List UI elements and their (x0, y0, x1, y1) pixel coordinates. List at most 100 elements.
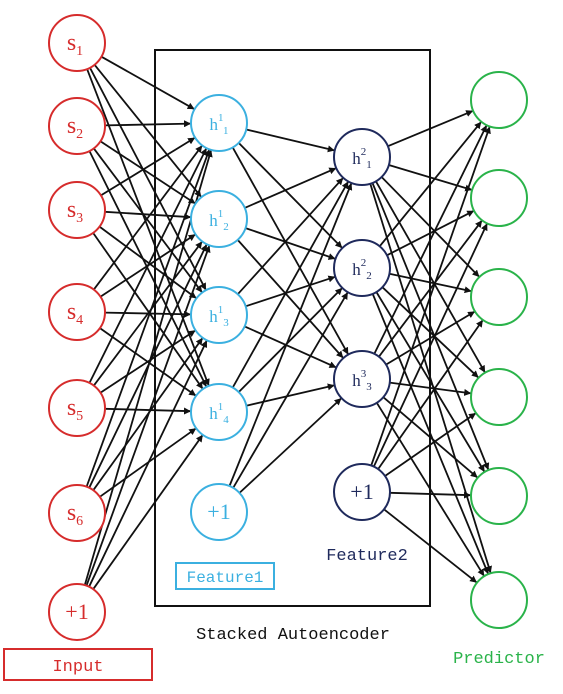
input_layer-node-2: s2 (48, 97, 106, 155)
input_layer-node-circle (48, 484, 106, 542)
hidden1-node-label: h14 (209, 401, 229, 426)
edge-hidden1-2-to-hidden2-1 (245, 275, 336, 308)
output_layer-node-circle (470, 268, 528, 326)
edge-input_layer-4-to-hidden1-0 (88, 147, 208, 384)
input_layer-node-label: s6 (67, 500, 83, 529)
connection-edges (83, 55, 492, 590)
output_layer-node-circle (470, 368, 528, 426)
input_layer-node-4: s4 (48, 283, 106, 341)
edge-hidden1-4-to-hidden2-0 (228, 182, 353, 487)
edge-hidden2-2-to-output_layer-2 (385, 310, 476, 366)
output_layer-node-1 (470, 71, 528, 129)
edge-hidden1-2-to-hidden2-2 (244, 325, 337, 369)
hidden2-node-circle (333, 239, 391, 297)
hidden2-node-label: h21 (352, 146, 372, 171)
feature2-caption: Feature2 (326, 547, 408, 566)
edge-input_layer-1-to-hidden1-3 (88, 150, 208, 388)
edge-input_layer-4-to-hidden1-1 (93, 240, 203, 387)
hidden1-node-1: h11 (190, 94, 248, 152)
edge-hidden1-3-to-hidden2-0 (231, 180, 350, 389)
edge-input_layer-2-to-hidden1-0 (100, 136, 196, 197)
edge-input_layer-0-to-hidden1-1 (93, 64, 203, 198)
autoencoder-frame (154, 49, 431, 607)
edge-input_layer-6-to-hidden1-3 (92, 434, 204, 590)
edge-hidden2-0-to-output_layer-3 (375, 180, 486, 374)
hidden2-node-4: +1 (333, 463, 391, 521)
input_layer-node-3: s3 (48, 181, 106, 239)
edge-hidden2-0-to-output_layer-2 (380, 176, 481, 278)
output_layer-node-circle (470, 71, 528, 129)
edge-input_layer-4-to-hidden1-2 (99, 329, 197, 394)
edge-hidden2-0-to-output_layer-5 (369, 183, 492, 574)
edge-input_layer-2-to-hidden1-1 (104, 210, 192, 221)
edge-hidden1-2-to-hidden2-0 (237, 177, 344, 295)
output_layer-node-circle (470, 467, 528, 525)
edge-input_layer-5-to-hidden1-0 (85, 148, 211, 488)
input_layer-node-label: s1 (67, 30, 83, 59)
edge-hidden2-1-to-output_layer-0 (379, 121, 482, 247)
edge-input_layer-0-to-hidden1-0 (100, 55, 196, 111)
output_layer-node-5 (470, 467, 528, 525)
hidden1-node-4: h14 (190, 383, 248, 441)
input_layer-node-label: s3 (67, 197, 83, 226)
input_layer-node-circle (48, 97, 106, 155)
hidden2-node-2: h22 (333, 239, 391, 297)
edge-hidden2-3-to-output_layer-2 (377, 319, 484, 470)
hidden2-node-3: h33 (333, 350, 391, 408)
edge-hidden2-3-to-output_layer-0 (370, 126, 491, 466)
edge-input_layer-6-to-hidden1-1 (85, 244, 211, 587)
edge-hidden1-1-to-hidden2-0 (244, 167, 337, 209)
input_layer-node-circle (48, 181, 106, 239)
hidden2-node-label: h22 (352, 257, 372, 282)
edge-hidden1-3-to-hidden2-2 (246, 383, 335, 407)
output_layer-node-circle (470, 571, 528, 629)
hidden1-node-label: h12 (209, 208, 229, 233)
edge-hidden1-1-to-hidden2-2 (237, 239, 344, 359)
input_layer-node-circle (48, 283, 106, 341)
edge-hidden1-3-to-hidden2-1 (238, 287, 343, 393)
edge-input_layer-4-to-hidden1-3 (104, 407, 192, 415)
edge-hidden2-3-to-output_layer-4 (389, 491, 472, 499)
hidden2-node-label: +1 (350, 479, 373, 504)
hidden1-node-label: h11 (209, 112, 228, 137)
hidden1-node-2: h12 (190, 190, 248, 248)
input_layer-node-circle (48, 14, 106, 72)
output_layer-node-circle (470, 169, 528, 227)
output_layer-node-4 (470, 368, 528, 426)
input-caption: Input (52, 658, 103, 677)
input_layer-node-circle (48, 583, 106, 641)
hidden1-node-circle (190, 383, 248, 441)
input_layer-node-circle (48, 379, 106, 437)
edge-input_layer-1-to-hidden1-1 (99, 140, 197, 205)
edge-input_layer-0-to-hidden1-3 (86, 68, 210, 387)
edge-hidden2-2-to-output_layer-1 (378, 219, 483, 358)
edge-hidden1-0-to-hidden2-1 (238, 142, 343, 249)
edge-hidden2-1-to-output_layer-1 (386, 209, 475, 257)
predictor-caption: Predictor (453, 650, 545, 669)
input_layer-node-7: +1 (48, 583, 106, 641)
edge-hidden1-4-to-hidden2-1 (232, 291, 349, 489)
edge-input_layer-1-to-hidden1-0 (104, 120, 192, 128)
edge-input_layer-6-to-hidden1-2 (88, 339, 208, 588)
input_layer-node-1: s1 (48, 14, 106, 72)
edge-input_layer-3-to-hidden1-0 (93, 144, 203, 291)
edge-hidden1-0-to-hidden2-2 (231, 146, 350, 356)
input_layer-node-label: s5 (67, 395, 83, 424)
edge-hidden2-3-to-output_layer-1 (372, 223, 489, 467)
input_layer-node-label: s4 (67, 299, 83, 328)
hidden2-node-1: h21 (333, 128, 391, 186)
edge-hidden2-3-to-output_layer-5 (383, 508, 478, 584)
hidden1-node-label: +1 (207, 499, 230, 524)
input_layer-node-label: s2 (67, 113, 83, 142)
hidden2-node-circle (333, 463, 391, 521)
edge-input_layer-0-to-hidden1-2 (89, 67, 207, 291)
edge-hidden2-3-to-output_layer-3 (384, 412, 477, 477)
frame-caption: Stacked Autoencoder (196, 626, 390, 645)
input_layer-node-6: s6 (48, 484, 106, 542)
hidden1-node-label: h13 (209, 304, 229, 329)
hidden2-node-circle (333, 128, 391, 186)
hidden2-node-label: h33 (352, 368, 372, 393)
edge-hidden2-0-to-output_layer-1 (388, 164, 473, 192)
input_layer-node-5: s5 (48, 379, 106, 437)
